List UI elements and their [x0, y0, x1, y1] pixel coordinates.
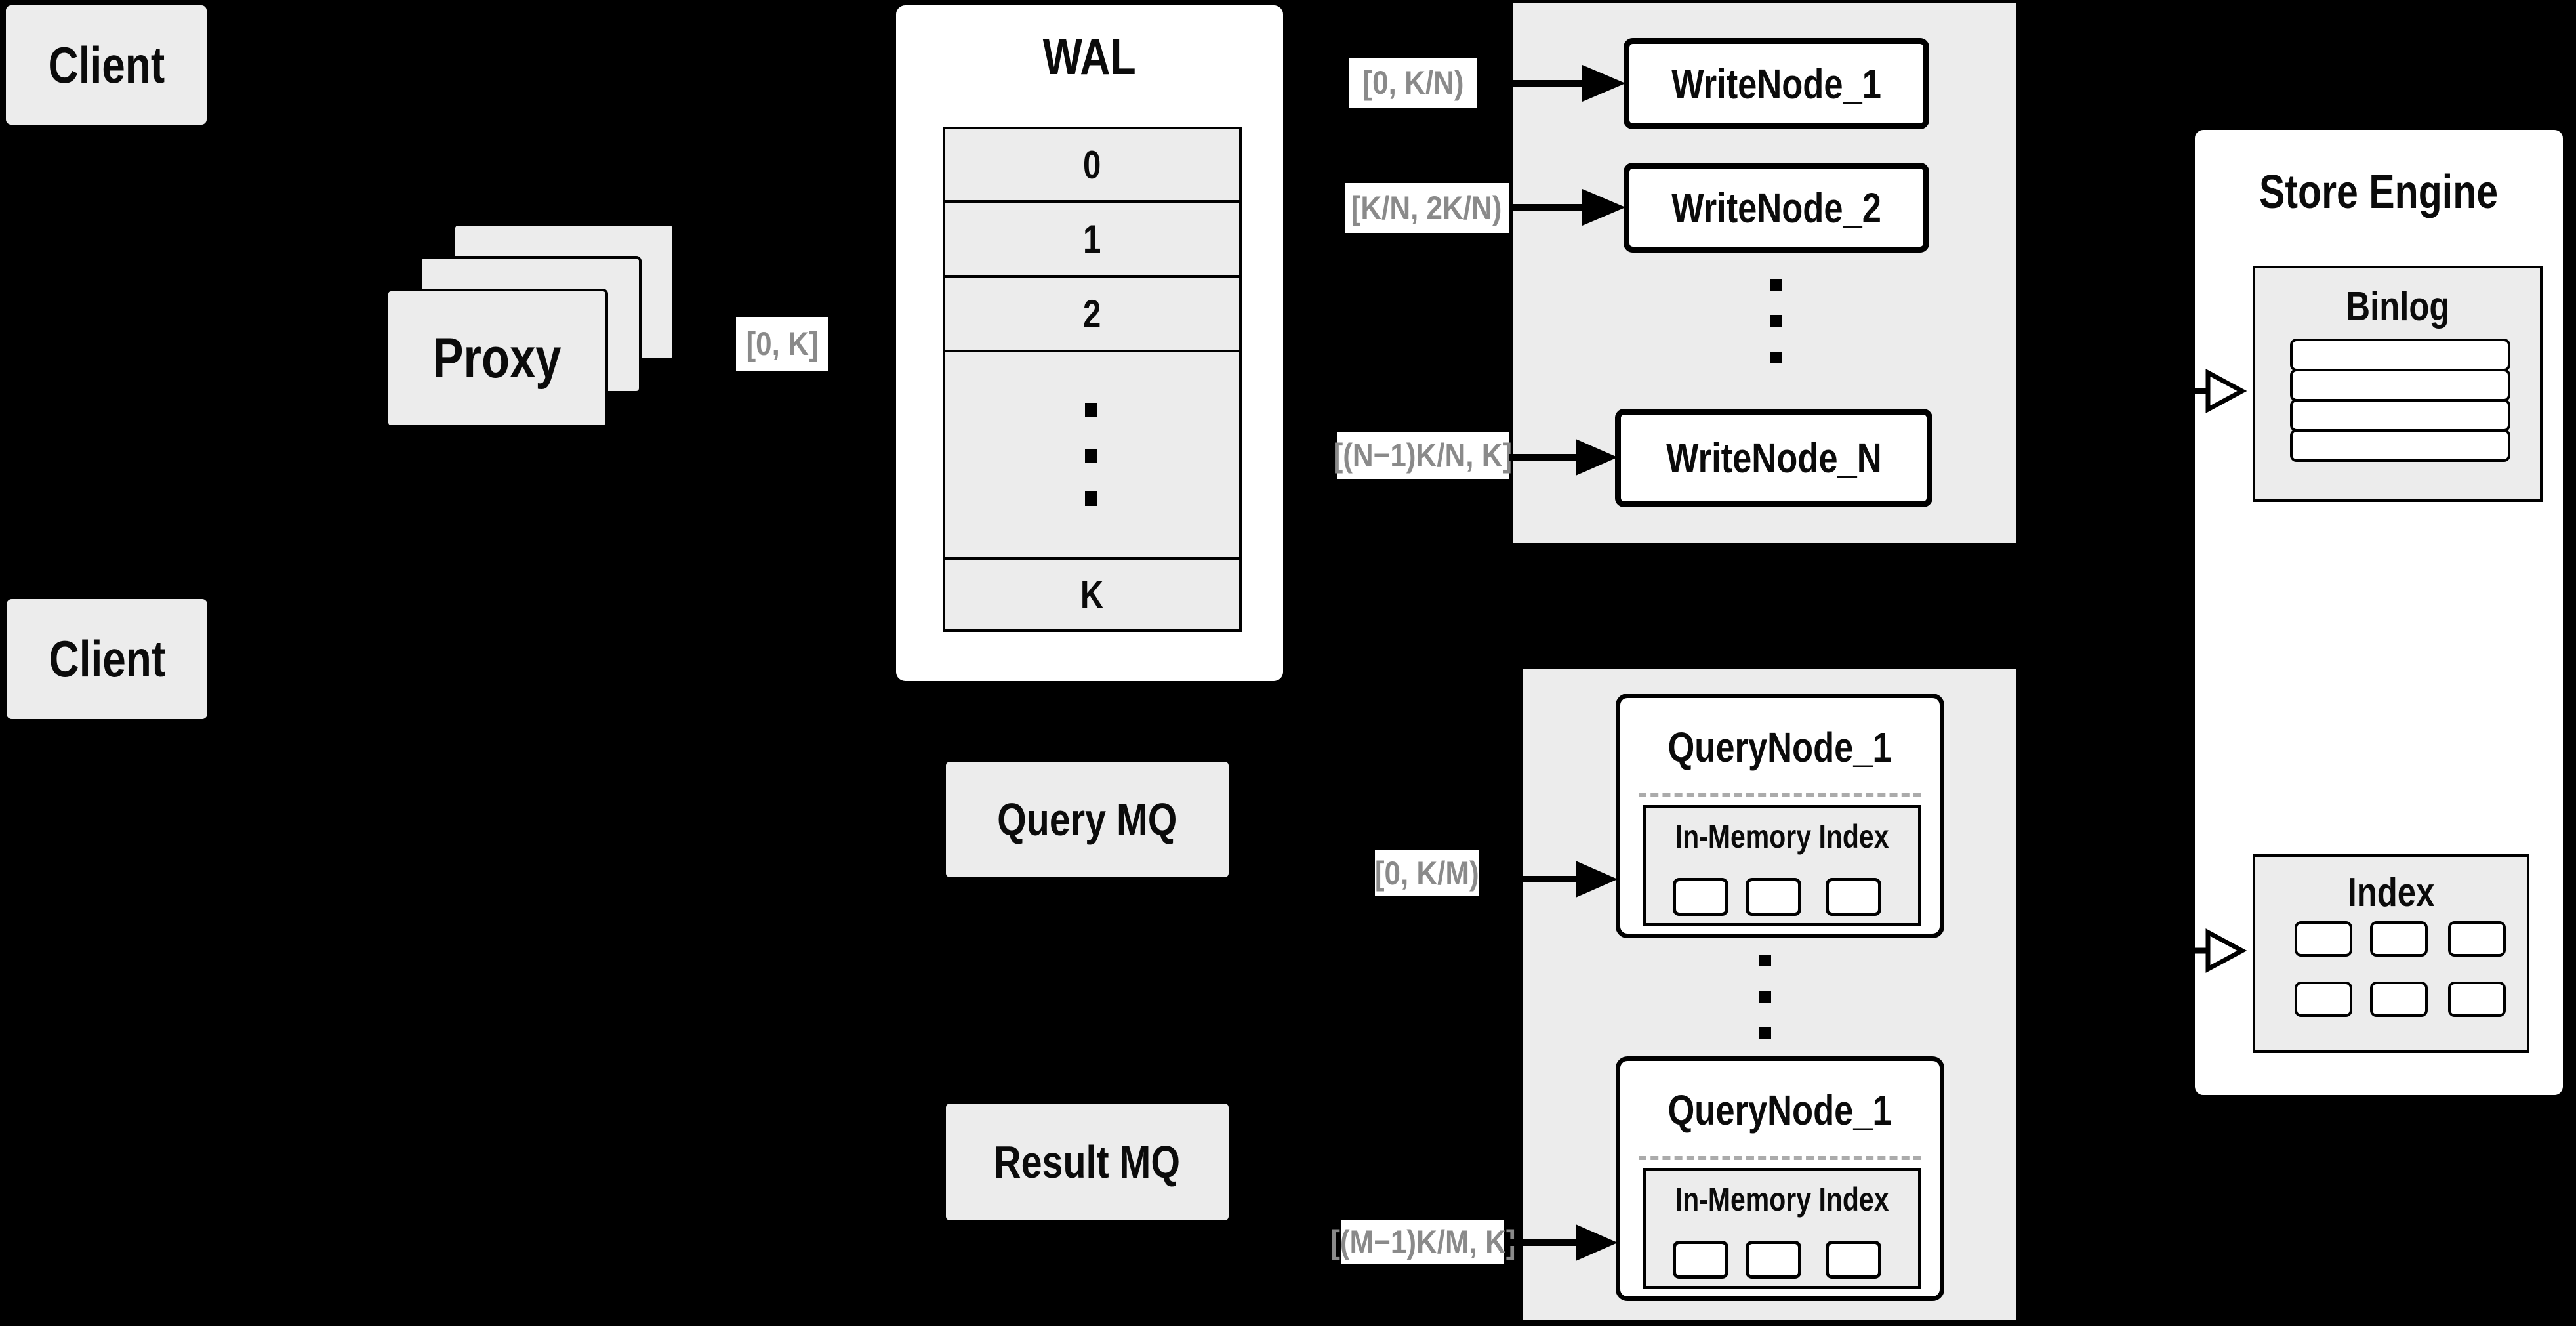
- memory-segment-box: [1746, 878, 1801, 916]
- wal-segment-row: 2: [943, 275, 1242, 352]
- dashed-divider: [1639, 1156, 1921, 1160]
- result-mq-label: Result MQ: [994, 1136, 1181, 1188]
- write-node-group: WriteNode_1 WriteNode_2 WriteNode_N: [1513, 3, 2016, 543]
- wal-title: WAL: [1042, 27, 1137, 85]
- ellipsis-dots: [1085, 449, 1097, 463]
- query-mq-label: Query MQ: [997, 794, 1177, 845]
- dashed-divider: [1639, 793, 1921, 797]
- ellipsis-dots: [1770, 352, 1782, 363]
- write-node-n-box: WriteNode_N: [1615, 409, 1932, 507]
- query-node-top-box: QueryNode_1 In-Memory Index: [1616, 694, 1944, 938]
- store-engine-panel: Store Engine Binlog Index: [2192, 127, 2566, 1098]
- binlog-row: [2290, 339, 2510, 371]
- ellipsis-dots: [1759, 991, 1771, 1003]
- index-title: Index: [2347, 869, 2435, 915]
- query-node-title: QueryNode_1: [1667, 723, 1892, 771]
- query-node-group: QueryNode_1 In-Memory Index QueryNode_1 …: [1523, 669, 2016, 1320]
- index-cell: [2370, 982, 2428, 1017]
- memory-segment-box: [1673, 1241, 1728, 1279]
- index-cell: [2370, 921, 2428, 957]
- wal-segment-row: K: [943, 557, 1242, 632]
- write-node-1-box: WriteNode_1: [1624, 38, 1929, 129]
- proxy-stack: Proxy: [386, 223, 676, 428]
- ellipsis-dots: [1759, 1027, 1771, 1039]
- memory-segment-box: [1826, 1241, 1881, 1279]
- client-box-bottom: Client: [7, 599, 207, 719]
- in-memory-index-title: In-Memory Index: [1675, 1181, 1889, 1218]
- in-memory-index-panel: In-Memory Index: [1643, 805, 1921, 926]
- index-cell: [2448, 921, 2506, 957]
- ellipsis-dots: [1770, 279, 1782, 291]
- wal-panel: WAL 0 1 2 K: [896, 5, 1283, 681]
- range-label-write-2: [K/N, 2K/N): [1345, 183, 1509, 233]
- write-node-2-box: WriteNode_2: [1624, 163, 1929, 253]
- binlog-row: [2290, 369, 2510, 402]
- query-mq-box: Query MQ: [946, 762, 1229, 877]
- wal-segment-row: 1: [943, 200, 1242, 278]
- range-label-write-n: [(N−1)K/N, K]: [1334, 432, 1512, 479]
- range-label-proxy-out: [0, K]: [736, 317, 828, 371]
- range-label-write-1: [0, K/N): [1349, 58, 1477, 108]
- index-cell: [2448, 982, 2506, 1017]
- range-label-query-m: [(M−1)K/M, K]: [1330, 1220, 1515, 1264]
- query-node-bottom-box: QueryNode_1 In-Memory Index: [1616, 1056, 1944, 1301]
- range-label-query-1: [0, K/M): [1375, 850, 1479, 896]
- ellipsis-dots: [1770, 315, 1782, 327]
- client-label: Client: [48, 35, 165, 94]
- binlog-panel: Binlog: [2253, 266, 2543, 502]
- in-memory-index-title: In-Memory Index: [1675, 818, 1889, 855]
- client-label: Client: [49, 630, 165, 688]
- index-panel: Index: [2253, 854, 2529, 1053]
- memory-segment-box: [1746, 1241, 1801, 1279]
- memory-segment-box: [1826, 878, 1881, 916]
- index-cell: [2295, 982, 2352, 1017]
- proxy-label: Proxy: [432, 326, 562, 390]
- index-cell: [2295, 921, 2352, 957]
- client-box-top: Client: [6, 5, 207, 125]
- ellipsis-dots: [1085, 491, 1097, 506]
- query-node-title: QueryNode_1: [1667, 1086, 1892, 1134]
- ellipsis-dots: [1759, 955, 1771, 966]
- memory-segment-box: [1673, 878, 1728, 916]
- binlog-row: [2290, 399, 2510, 432]
- ellipsis-dots: [1085, 403, 1097, 417]
- binlog-row: [2290, 429, 2510, 462]
- binlog-title: Binlog: [2345, 283, 2450, 329]
- result-mq-box: Result MQ: [946, 1104, 1229, 1220]
- proxy-card-front: Proxy: [386, 289, 608, 428]
- in-memory-index-panel: In-Memory Index: [1643, 1168, 1921, 1289]
- wal-segment-row: 0: [943, 127, 1242, 203]
- store-engine-title: Store Engine: [2259, 166, 2499, 218]
